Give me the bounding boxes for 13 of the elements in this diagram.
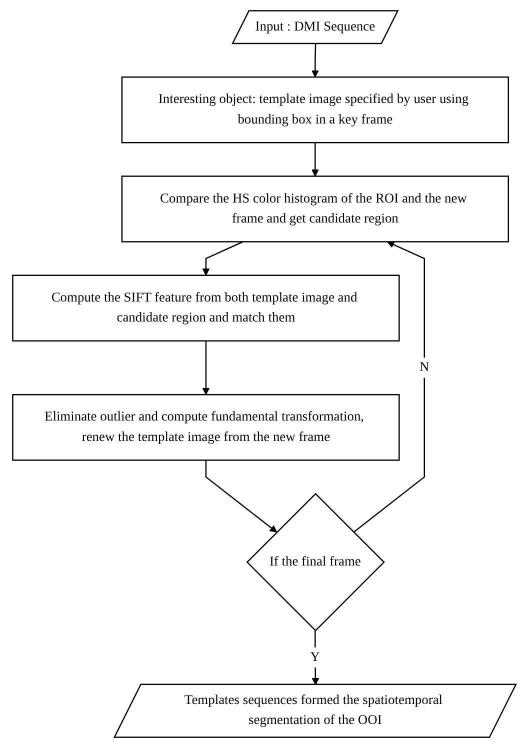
arrow — [352, 240, 425, 532]
arrow — [204, 460, 277, 532]
node-box: Eliminate outlier and compute fundamental transformation, renew the template image from the new frame — [12, 394, 400, 460]
node-box: Compare the HS color histogram of the ROI and the new frame and get candidate region — [120, 175, 509, 242]
arrow — [202, 340, 210, 394]
arrow — [202, 240, 243, 276]
node-box: Compute the SIFT feature from both template image and candidate region and match them — [12, 274, 400, 341]
node-diamond: If the final frame — [246, 492, 385, 631]
edge-label: N — [419, 360, 429, 374]
arrow — [311, 142, 319, 176]
edge-label: Y — [310, 649, 320, 664]
arrow — [311, 43, 319, 77]
node-box: Interesting object: template image specified by user using bounding box in a key frame — [120, 76, 509, 143]
